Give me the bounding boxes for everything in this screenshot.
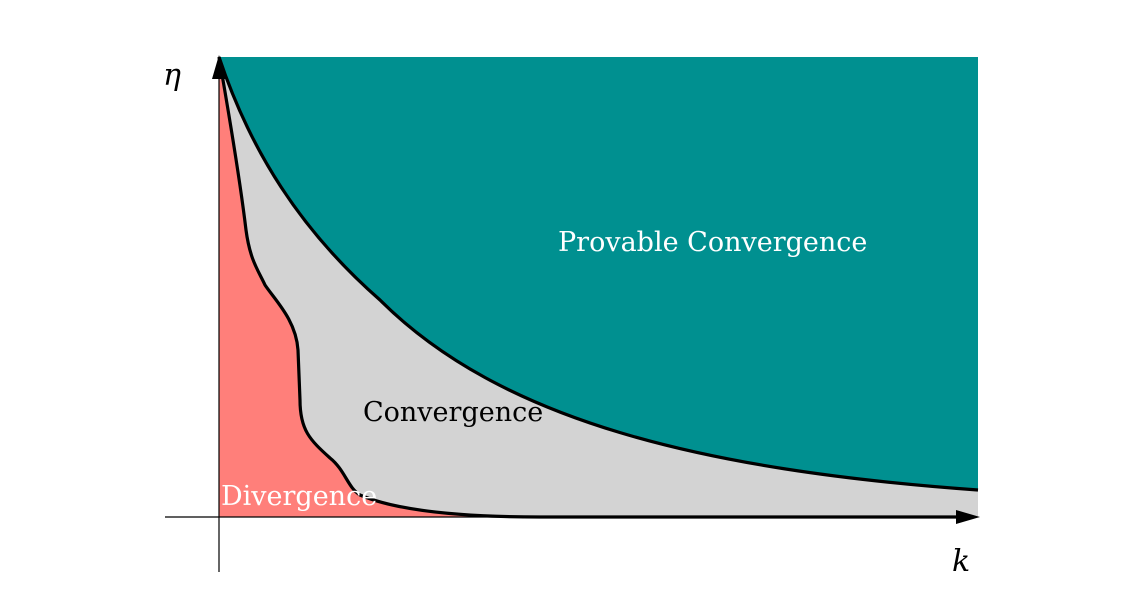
divergence-boundary [217,56,541,519]
y-axis-label: η [163,58,181,93]
provable-convergence-boundary [217,56,979,492]
provable-convergence-region [219,57,978,490]
x-axis-arrowhead [956,510,980,524]
divergence-label: Divergence [221,481,377,512]
convergence-label: Convergence [363,397,543,428]
convergence-region [219,57,978,517]
x-axis-label: k [952,544,970,579]
provable-convergence-label: Provable Convergence [558,227,867,258]
